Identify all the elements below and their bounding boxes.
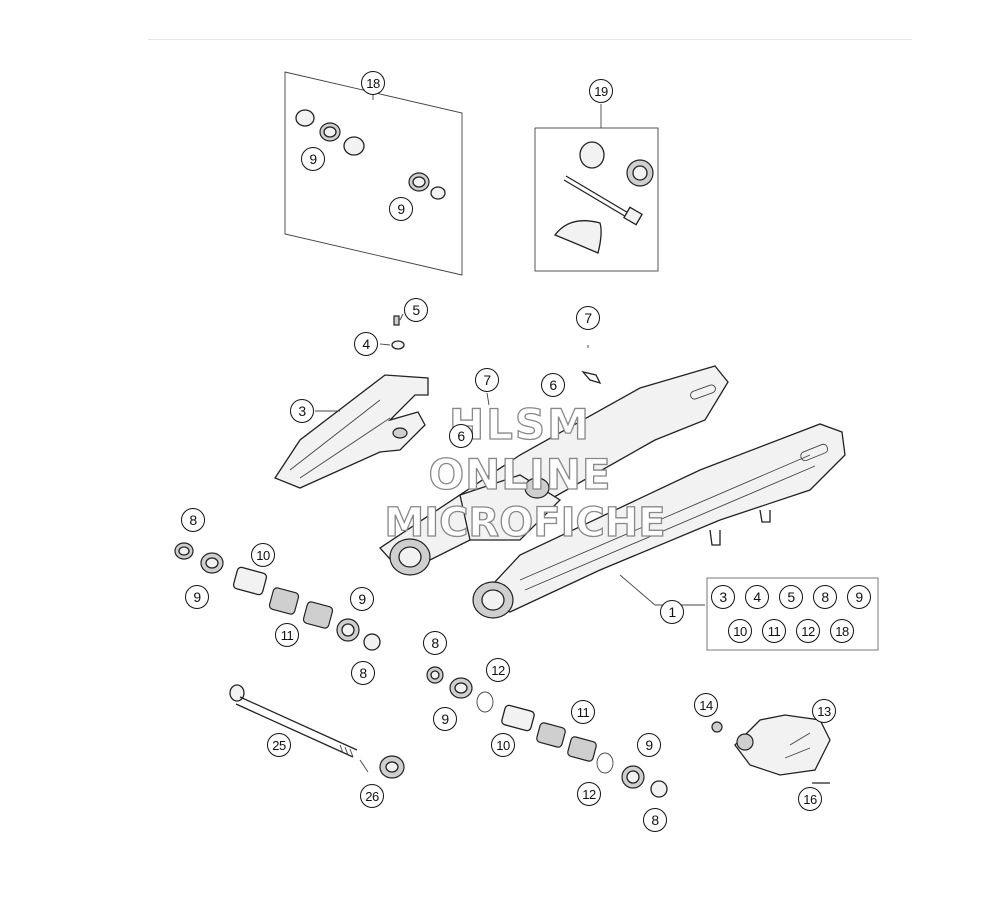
callout-left-sleeve-10[interactable]: 10 bbox=[251, 543, 275, 567]
callout-left-bearing-11[interactable]: 11 bbox=[275, 623, 299, 647]
includes-item-5[interactable]: 5 bbox=[779, 585, 803, 609]
callout-left-seal-9b[interactable]: 9 bbox=[350, 587, 374, 611]
axle-part bbox=[229, 684, 405, 779]
callout-axle-25[interactable]: 25 bbox=[267, 733, 291, 757]
callout-right-washer-12b[interactable]: 12 bbox=[577, 782, 601, 806]
callout-clip-6-mid[interactable]: 6 bbox=[449, 424, 473, 448]
callout-clip-7-top[interactable]: 7 bbox=[576, 306, 600, 330]
includes-item-10[interactable]: 10 bbox=[728, 619, 752, 643]
callout-left-dust-seal-8[interactable]: 8 bbox=[181, 508, 205, 532]
includes-item-9[interactable]: 9 bbox=[847, 585, 871, 609]
callout-chain-guide-screw-14[interactable]: 14 bbox=[694, 693, 718, 717]
callout-right-washer-12[interactable]: 12 bbox=[486, 658, 510, 682]
left-bearing-group bbox=[174, 542, 381, 651]
swingarm-includes-box bbox=[706, 577, 879, 651]
callout-right-dust-seal-8[interactable]: 8 bbox=[423, 631, 447, 655]
kit-18-panel bbox=[284, 71, 463, 276]
callout-left-seal-9[interactable]: 9 bbox=[185, 585, 209, 609]
includes-item-11[interactable]: 11 bbox=[762, 619, 786, 643]
callout-clip-7-mid[interactable]: 7 bbox=[475, 368, 499, 392]
callout-kit-19[interactable]: 19 bbox=[589, 79, 613, 103]
includes-item-4[interactable]: 4 bbox=[745, 585, 769, 609]
chain-guide-part bbox=[711, 714, 831, 784]
callout-clip-6-right[interactable]: 6 bbox=[541, 373, 565, 397]
callout-chain-guide-13[interactable]: 13 bbox=[812, 699, 836, 723]
callout-kit18-seal-a[interactable]: 9 bbox=[301, 147, 325, 171]
callout-right-seal-9b[interactable]: 9 bbox=[637, 733, 661, 757]
callout-right-sleeve-10[interactable]: 10 bbox=[491, 733, 515, 757]
callout-right-bearing-11[interactable]: 11 bbox=[571, 700, 595, 724]
callout-washer-4[interactable]: 4 bbox=[354, 332, 378, 356]
callout-kit18-seal-b[interactable]: 9 bbox=[389, 197, 413, 221]
callout-chain-slider-3[interactable]: 3 bbox=[290, 399, 314, 423]
callout-right-dust-seal-8b[interactable]: 8 bbox=[643, 808, 667, 832]
callout-left-dust-seal-8b[interactable]: 8 bbox=[351, 661, 375, 685]
includes-item-18[interactable]: 18 bbox=[830, 619, 854, 643]
callout-screw-5[interactable]: 5 bbox=[404, 298, 428, 322]
callout-nut-26[interactable]: 26 bbox=[360, 784, 384, 808]
kit-19-panel bbox=[534, 104, 659, 272]
callout-swingarm-1[interactable]: 1 bbox=[660, 600, 684, 624]
callout-chain-guide-bolt-16[interactable]: 16 bbox=[798, 787, 822, 811]
right-bearing-group bbox=[426, 666, 668, 798]
includes-item-8[interactable]: 8 bbox=[813, 585, 837, 609]
swingarm-part bbox=[379, 345, 846, 619]
includes-item-3[interactable]: 3 bbox=[711, 585, 735, 609]
chain-slider-part bbox=[274, 315, 429, 489]
header-divider bbox=[148, 39, 912, 40]
callout-right-seal-9[interactable]: 9 bbox=[433, 707, 457, 731]
includes-item-12[interactable]: 12 bbox=[796, 619, 820, 643]
callout-kit-18[interactable]: 18 bbox=[361, 71, 385, 95]
